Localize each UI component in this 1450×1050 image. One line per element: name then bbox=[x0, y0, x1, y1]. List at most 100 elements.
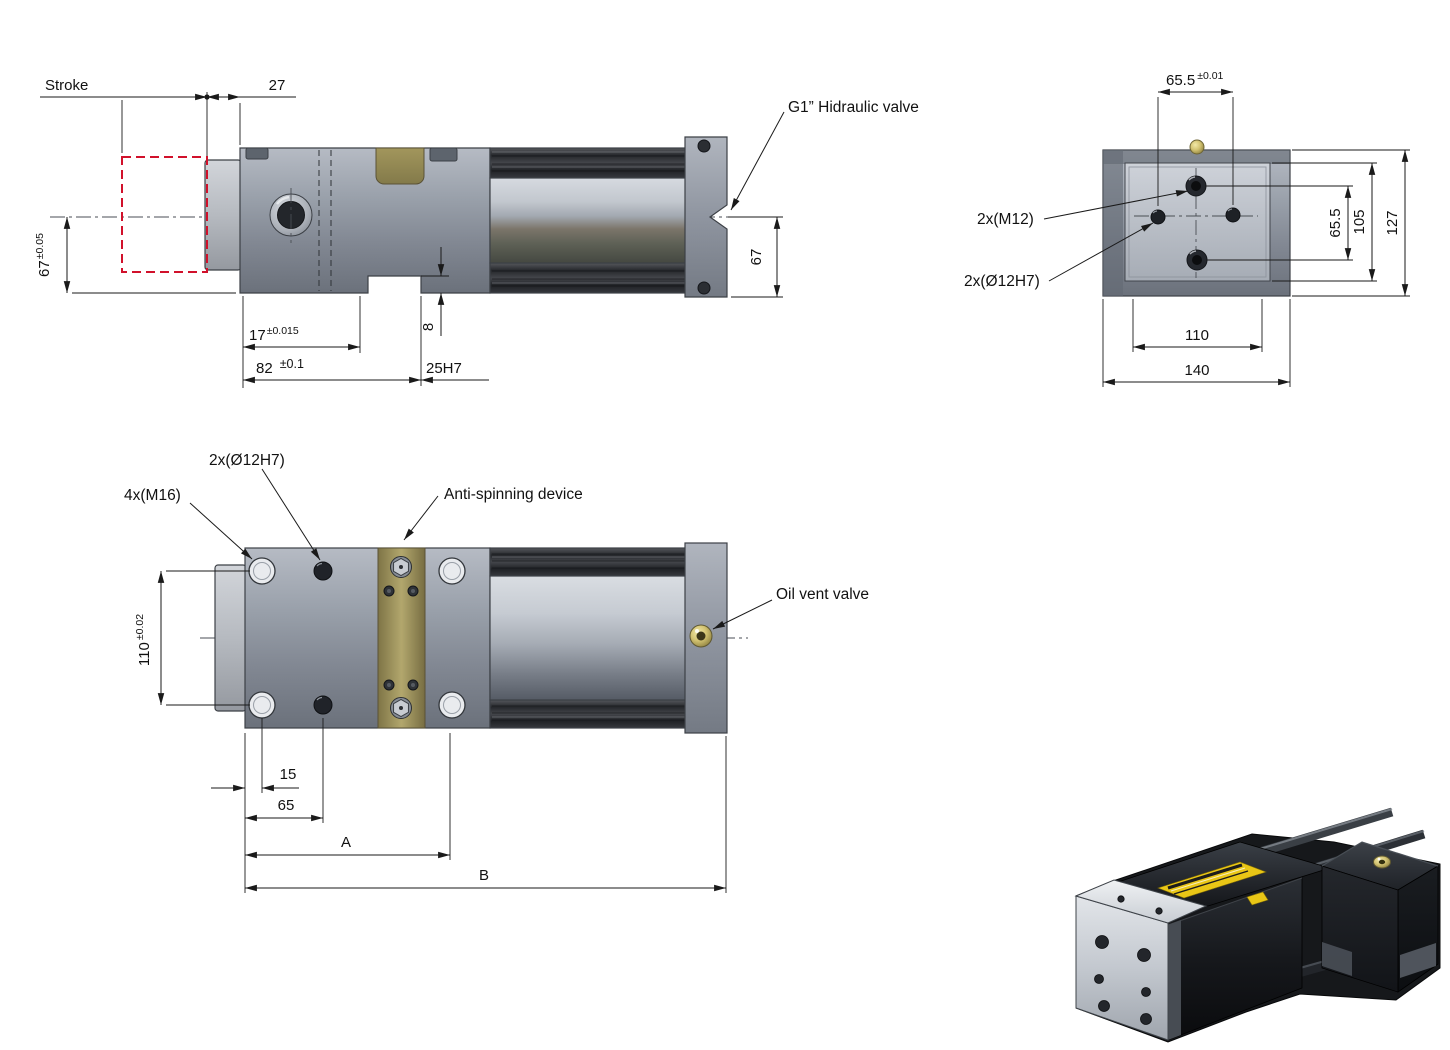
tie-rod-highlights-top bbox=[492, 556, 686, 718]
hydraulic-valve-label: G1” Hidraulic valve bbox=[788, 99, 919, 116]
brass-insert bbox=[375, 147, 425, 185]
cap-bolt-bottom bbox=[697, 281, 711, 295]
tie-rod-band-bottom bbox=[489, 262, 689, 294]
dim-67-left: 67±0.05 bbox=[34, 217, 236, 294]
dowel-label-end: 2x(Ø12H7) bbox=[964, 273, 1040, 290]
dim-b-text: B bbox=[479, 867, 489, 884]
dim-a-text: A bbox=[341, 834, 351, 851]
cylinder-barrel-top bbox=[489, 575, 689, 701]
head-block-3d bbox=[1074, 879, 1208, 1041]
tie-rod-band-bottom2 bbox=[489, 699, 689, 729]
end-plate-inner-edge bbox=[1128, 166, 1267, 278]
end-view: 65.5±0.01 2x(M12) 2x(Ø12H7) 65.5 105 127 bbox=[964, 70, 1410, 387]
dowel-hole-left bbox=[1150, 209, 1166, 225]
warning-label bbox=[1157, 861, 1269, 906]
dim-25h7-text: 25H7 bbox=[426, 360, 462, 377]
dim-655-top-text: 65.5±0.01 bbox=[1166, 70, 1224, 89]
dim-82-text: 82±0.1 bbox=[256, 357, 304, 377]
dowel-label-top: 2x(Ø12H7) bbox=[209, 452, 285, 469]
piston-rod-block bbox=[204, 159, 242, 271]
dim-65: 65 bbox=[244, 718, 324, 823]
label-m12: 2x(M12) bbox=[977, 190, 1189, 228]
label-dowel-top: 2x(Ø12H7) bbox=[209, 452, 321, 561]
dim-b: B bbox=[244, 736, 727, 893]
m12-hole-bottom bbox=[1186, 249, 1208, 271]
dim-82: 82±0.1 bbox=[243, 296, 422, 386]
dim-a: A bbox=[244, 733, 451, 860]
dim-8: 8 bbox=[420, 247, 449, 336]
dim-140: 140 bbox=[1102, 299, 1291, 387]
tie-rod-highlights bbox=[492, 151, 686, 284]
end-body-top-shade bbox=[1103, 150, 1290, 164]
dim-127-text: 127 bbox=[1384, 210, 1401, 235]
dim-25h7: 25H7 bbox=[421, 360, 489, 384]
dim-105: 105 bbox=[1272, 162, 1377, 282]
dim-27-text: 27 bbox=[269, 77, 286, 94]
dowel-hole-right bbox=[1225, 207, 1241, 223]
m16-hole bbox=[248, 557, 276, 585]
stroke-label: Stroke bbox=[45, 77, 88, 94]
cap-bolt-top bbox=[697, 139, 711, 153]
body-edge-highlight bbox=[1167, 877, 1303, 926]
cap-foot-front bbox=[1322, 942, 1352, 976]
m16-label: 4x(M16) bbox=[124, 487, 181, 504]
dim-15: 15 bbox=[211, 718, 299, 893]
dim-655-right: 65.5 bbox=[1206, 185, 1353, 261]
m16-hole bbox=[438, 691, 466, 719]
top-view: 2x(Ø12H7) 4x(M16) Anti-spinning device O… bbox=[124, 452, 869, 893]
cylinder-barrel bbox=[489, 177, 689, 264]
dim-67-left-text: 67±0.05 bbox=[34, 233, 53, 277]
dim-27: 27 bbox=[207, 77, 296, 145]
dim-140-text: 140 bbox=[1184, 362, 1209, 379]
m16-hole bbox=[248, 691, 276, 719]
rear-cap-3d bbox=[1321, 841, 1439, 993]
tie-rod-texture bbox=[492, 155, 686, 287]
dim-655-right-text: 65.5 bbox=[1327, 208, 1344, 237]
dowel-holes-top bbox=[313, 561, 333, 715]
dim-67-right: 67 bbox=[728, 216, 783, 298]
dim-17: 17±0.015 bbox=[242, 296, 361, 388]
oil-vent-label: Oil vent valve bbox=[776, 586, 869, 603]
m16-hole bbox=[438, 557, 466, 585]
head-holes bbox=[1094, 895, 1163, 1025]
top-tab-right bbox=[429, 147, 458, 162]
side-view: Stroke 27 67±0.05 67 17±0.015 bbox=[34, 77, 919, 388]
dim-110-end: 110 bbox=[1132, 299, 1263, 352]
iso-render bbox=[1074, 807, 1441, 1043]
head-top-face bbox=[1074, 879, 1208, 924]
label-dowel-end: 2x(Ø12H7) bbox=[964, 222, 1154, 290]
rod-block-top bbox=[214, 564, 247, 712]
anti-spin-hardware bbox=[383, 556, 419, 719]
rear-cap-side bbox=[684, 136, 728, 298]
cap-foot-right bbox=[1400, 943, 1436, 978]
label-antispin: Anti-spinning device bbox=[403, 486, 583, 541]
top-tab-left bbox=[245, 147, 269, 160]
antispin-label: Anti-spinning device bbox=[444, 486, 583, 503]
end-body-left-shade bbox=[1103, 150, 1123, 296]
tie-rod-texture-top bbox=[492, 553, 686, 721]
dim-65-text: 65 bbox=[278, 797, 295, 814]
dim-stroke: Stroke bbox=[40, 77, 210, 156]
m16-holes bbox=[248, 557, 466, 719]
dim-8-text: 8 bbox=[420, 323, 437, 331]
label-tag bbox=[1246, 891, 1269, 906]
oil-vent-valve bbox=[689, 624, 713, 648]
label-hydraulic-valve: G1” Hidraulic valve bbox=[730, 99, 919, 211]
label-oil-vent: Oil vent valve bbox=[712, 586, 869, 630]
dim-655-top: 65.5±0.01 bbox=[1157, 70, 1234, 206]
dim-105-text: 105 bbox=[1351, 209, 1368, 234]
dim-127: 127 bbox=[1292, 149, 1410, 297]
boss-highlight bbox=[276, 195, 290, 205]
stroke-extended-outline bbox=[121, 156, 208, 273]
dim-110-top-text: 110±0.02 bbox=[134, 614, 153, 666]
m12-label: 2x(M12) bbox=[977, 211, 1034, 228]
vent-valve-end bbox=[1189, 139, 1205, 155]
dim-110-end-text: 110 bbox=[1185, 327, 1209, 344]
dim-67-right-text: 67 bbox=[748, 249, 765, 266]
label-m16: 4x(M16) bbox=[124, 487, 253, 560]
dim-110-top: 110±0.02 bbox=[134, 570, 250, 706]
m12-hole-top bbox=[1185, 175, 1207, 197]
head-flange bbox=[1168, 920, 1181, 1040]
